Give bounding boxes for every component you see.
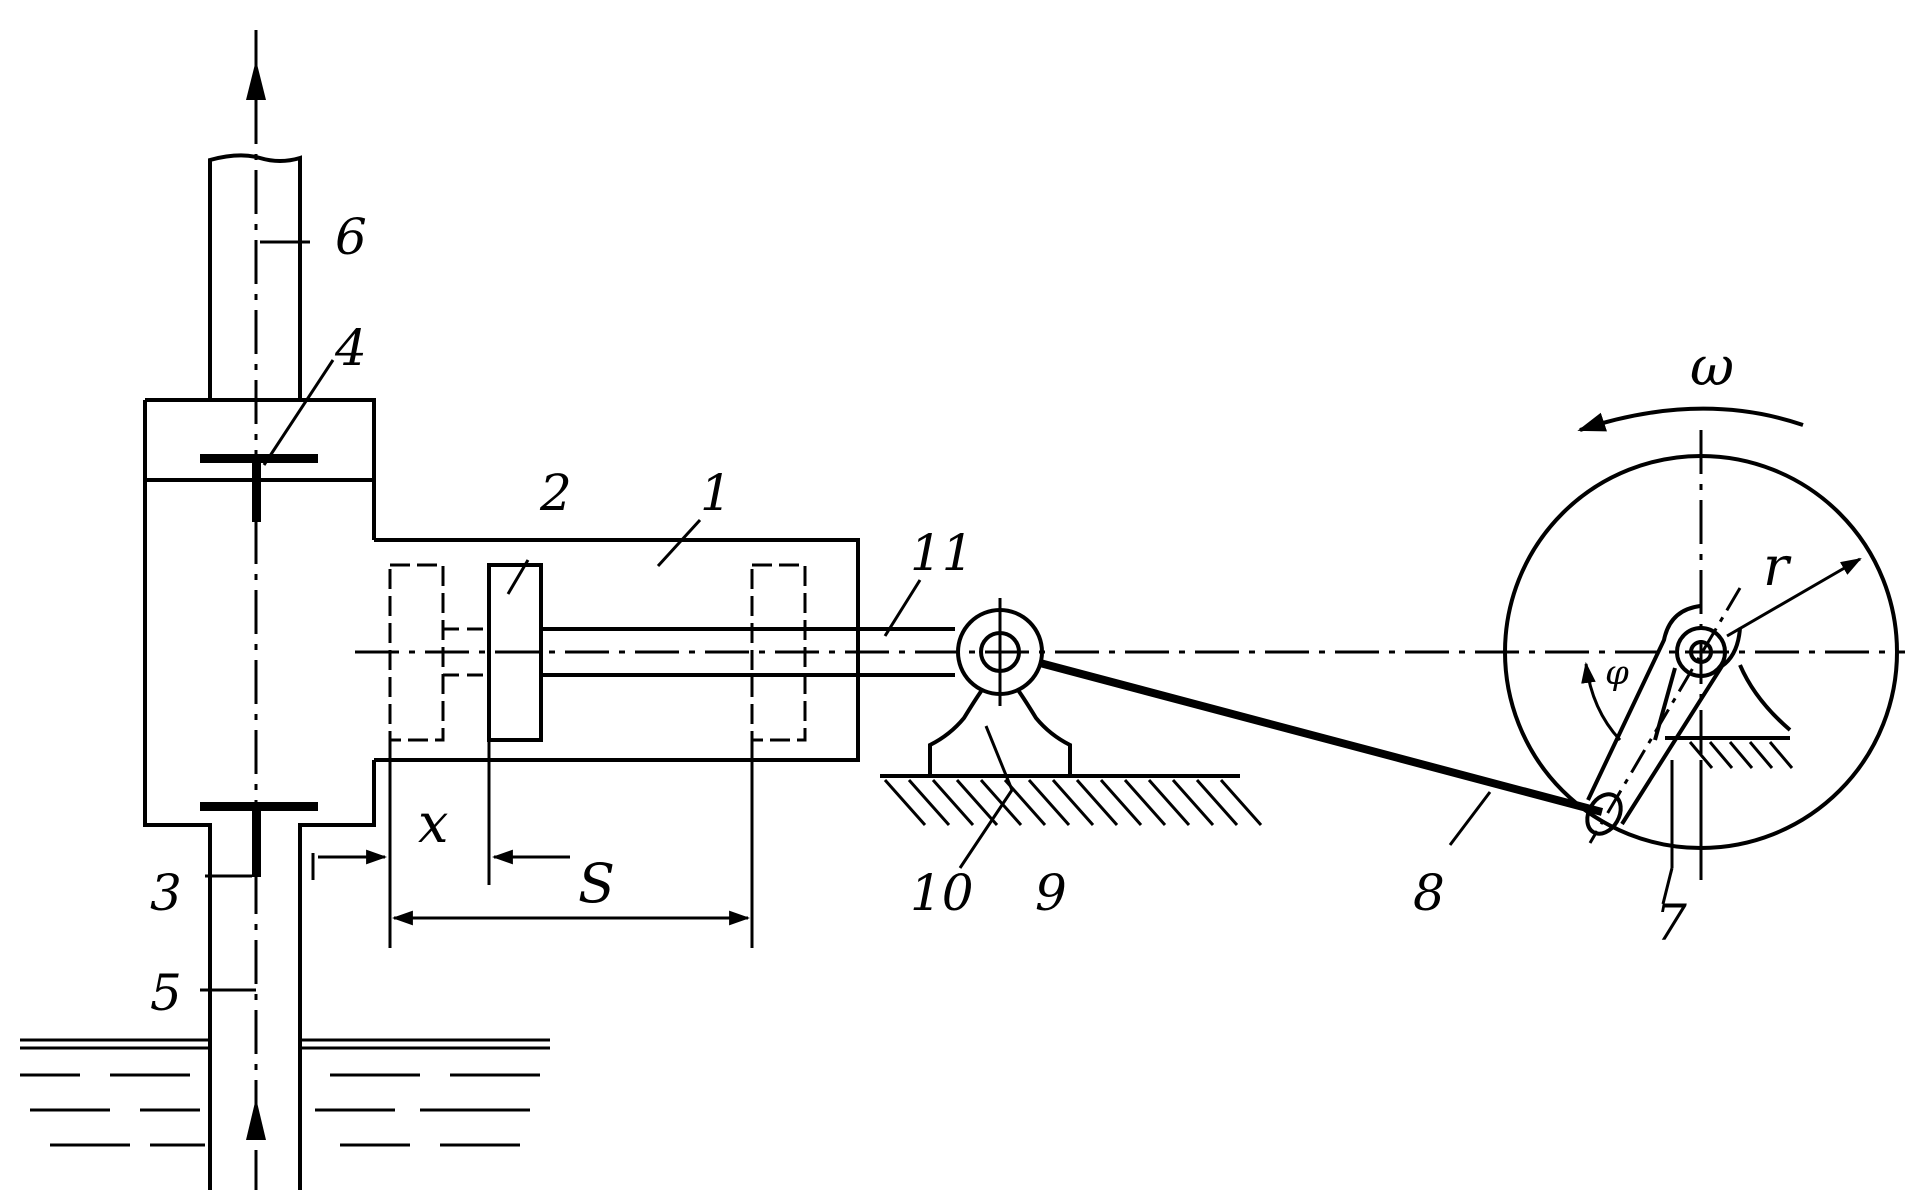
hatch-stroke [1171, 779, 1215, 826]
crank-radius-arrow [1726, 557, 1862, 638]
leader-lines [200, 240, 1674, 992]
label-displacement-x: x [418, 792, 448, 855]
label-suction-pipe: 5 [150, 964, 182, 1022]
hatch-stroke [1051, 779, 1095, 826]
crank-arm [1585, 604, 1742, 836]
water-body-lines [20, 1073, 540, 1147]
hatch-stroke [883, 779, 927, 826]
hatch-stroke [1027, 779, 1071, 826]
hatch-stroke [979, 779, 1023, 826]
discharge-pipe [208, 153, 302, 400]
label-discharge-pipe: 6 [335, 208, 367, 266]
hatch-stroke [1075, 779, 1119, 826]
crank-bearing-support [1653, 664, 1792, 741]
piston-rod [541, 627, 955, 677]
crank-arm-axis [1588, 587, 1742, 844]
suction-valve [200, 802, 318, 877]
hatch-stroke [1748, 741, 1774, 769]
crank-support-hatching [1688, 741, 1794, 769]
hatch-stroke [1099, 779, 1143, 826]
label-discharge-valve: 4 [334, 319, 367, 377]
angular-velocity-arrow [1577, 406, 1804, 432]
label-suction-valve: 3 [150, 864, 182, 922]
label-omega: ω [1690, 335, 1734, 398]
label-crosshead-guide: 9 [1035, 864, 1067, 922]
label-radius-r: r [1763, 535, 1792, 598]
label-base: 10 [910, 864, 974, 922]
hatch-stroke [1688, 741, 1714, 769]
label-crank: 7 [1655, 894, 1687, 952]
piston [487, 563, 543, 742]
hatch-stroke [1195, 779, 1239, 826]
hatch-stroke [1708, 741, 1734, 769]
discharge-valve [200, 454, 318, 522]
piston-rod-dashed [443, 627, 489, 677]
discharge-flow-arrow [246, 60, 266, 100]
label-piston-rod: 11 [910, 524, 974, 582]
ground-hatching [883, 779, 1263, 826]
hatch-stroke [1123, 779, 1167, 826]
hatch-stroke [1768, 741, 1794, 769]
horizontal-cylinder [374, 538, 860, 762]
crank-shaft-lines [1670, 760, 1703, 876]
connecting-rod [1038, 659, 1604, 816]
hatch-stroke [955, 779, 999, 826]
dimension-extension-lines [311, 740, 754, 948]
hatch-stroke [1728, 741, 1754, 769]
suction-flow-arrow [246, 1098, 266, 1140]
label-piston: 2 [539, 464, 572, 522]
label-cylinder: 1 [700, 464, 732, 522]
hatch-stroke [931, 779, 975, 826]
crosshead-pin [956, 598, 1044, 706]
label-stroke-s: S [578, 852, 615, 915]
hatch-stroke [1219, 779, 1263, 826]
label-angle-phi: φ [1605, 653, 1629, 693]
crank-angle-arc [1581, 661, 1622, 742]
water-surface [20, 1038, 550, 1050]
hatch-stroke [907, 779, 951, 826]
hatch-stroke [1147, 779, 1191, 826]
label-connecting-rod: 8 [1413, 864, 1445, 922]
